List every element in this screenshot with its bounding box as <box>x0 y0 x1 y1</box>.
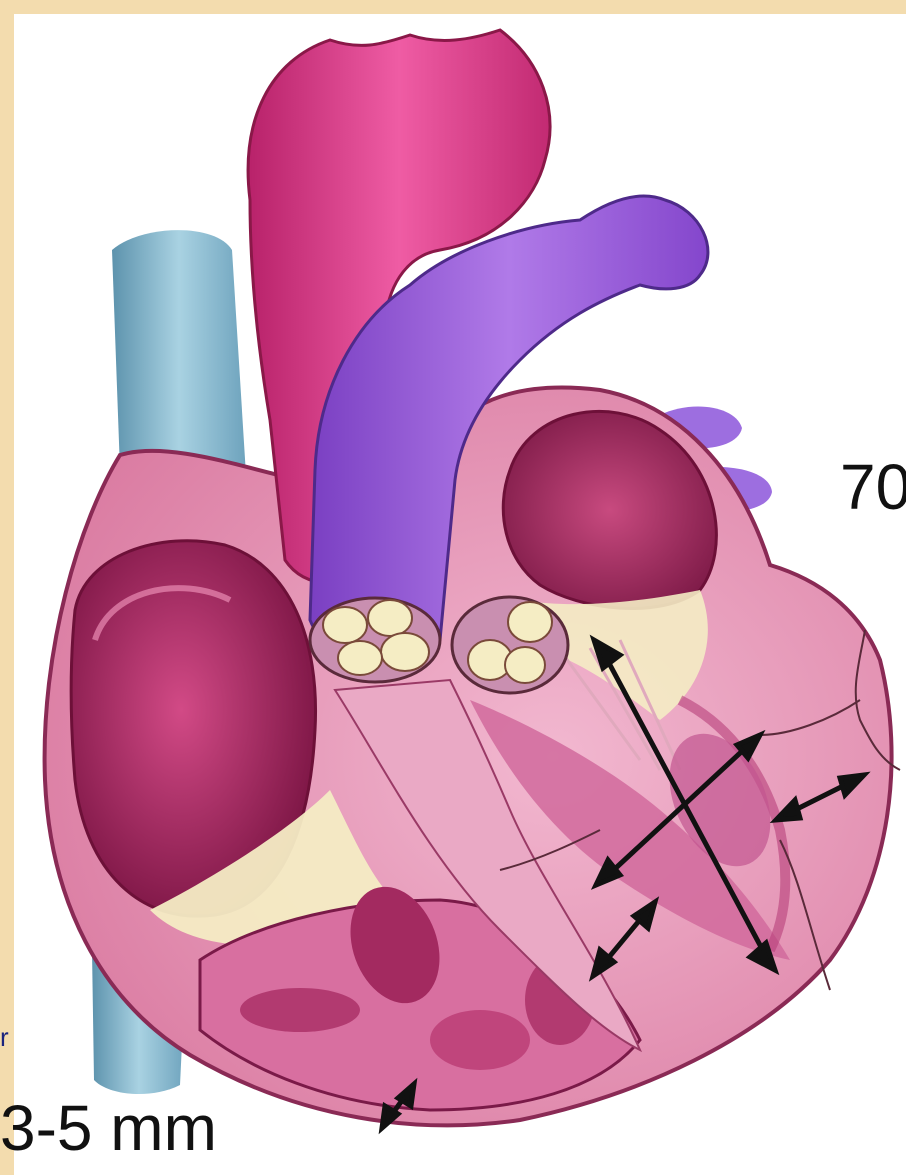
pulmonary-valve <box>310 598 440 682</box>
cavity-length-label: 70 <box>840 455 906 519</box>
partial-text-fragment: r <box>0 1024 12 1044</box>
superior-vena-cava <box>112 230 246 486</box>
aortic-valve <box>452 597 568 693</box>
wall-thickness-label: 3-5 mm <box>0 1096 217 1160</box>
